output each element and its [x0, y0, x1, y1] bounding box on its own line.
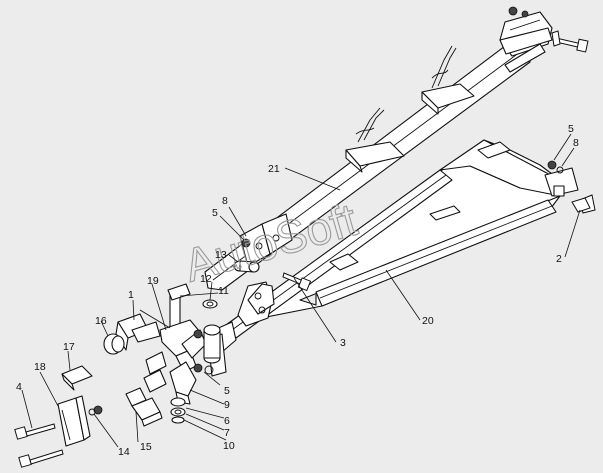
callout-5-right: 5 [568, 123, 574, 135]
bushing-13 [233, 260, 260, 273]
roller-16 [103, 333, 125, 355]
bolt-3 [282, 272, 312, 292]
tine-shank-middle [345, 107, 405, 173]
callout-15: 15 [140, 441, 152, 453]
callout-11: 11 [218, 285, 229, 297]
nut-5-right [547, 160, 557, 170]
callout-8-right: 8 [573, 137, 579, 149]
pivot-assembly [193, 324, 221, 375]
washer-stack [170, 397, 186, 424]
leader-lines [21, 133, 581, 448]
nut-top-2 [521, 10, 529, 18]
callout-4: 4 [16, 381, 22, 393]
callout-labels: 1 2 3 4 5 5 5 6 7 8 8 9 10 11 12 13 14 1… [16, 123, 579, 458]
callout-3: 3 [340, 337, 346, 349]
spacer-tubes [125, 351, 167, 407]
callout-5-upper: 5 [212, 207, 218, 219]
callout-8-upper: 8 [222, 195, 228, 207]
callout-18: 18 [34, 361, 46, 373]
callout-17: 17 [63, 341, 75, 353]
bolt-4-upper [14, 423, 56, 440]
callout-5-lower: 5 [224, 385, 230, 397]
main-frame-20 [225, 139, 579, 339]
callout-12: 12 [200, 273, 212, 285]
callout-7: 7 [224, 427, 230, 439]
bolt-top-right [551, 30, 589, 53]
nut-top-1 [508, 6, 518, 16]
washer-12 [202, 299, 218, 309]
clamp-1 [115, 309, 171, 351]
upper-mount-bracket [239, 213, 293, 267]
callout-6: 6 [224, 415, 230, 427]
bolt-4-lower [18, 449, 64, 468]
plate-17 [61, 365, 93, 391]
callout-19: 19 [147, 275, 159, 287]
callout-13: 13 [215, 249, 227, 261]
callout-1: 1 [128, 289, 134, 301]
washer-14 [88, 408, 96, 416]
callout-2: 2 [556, 253, 562, 265]
callout-9: 9 [224, 399, 230, 411]
callout-20: 20 [422, 315, 434, 327]
washer-8-right [556, 166, 564, 174]
bracket-15 [131, 397, 163, 427]
tine-shank-upper [421, 45, 475, 115]
housing-18 [57, 395, 91, 447]
callout-16: 16 [95, 315, 107, 327]
callout-14: 14 [118, 446, 130, 458]
bolt-2 [571, 194, 596, 214]
callout-10: 10 [223, 440, 235, 452]
lower-bracket-9 [169, 361, 197, 405]
callout-21: 21 [268, 163, 280, 175]
